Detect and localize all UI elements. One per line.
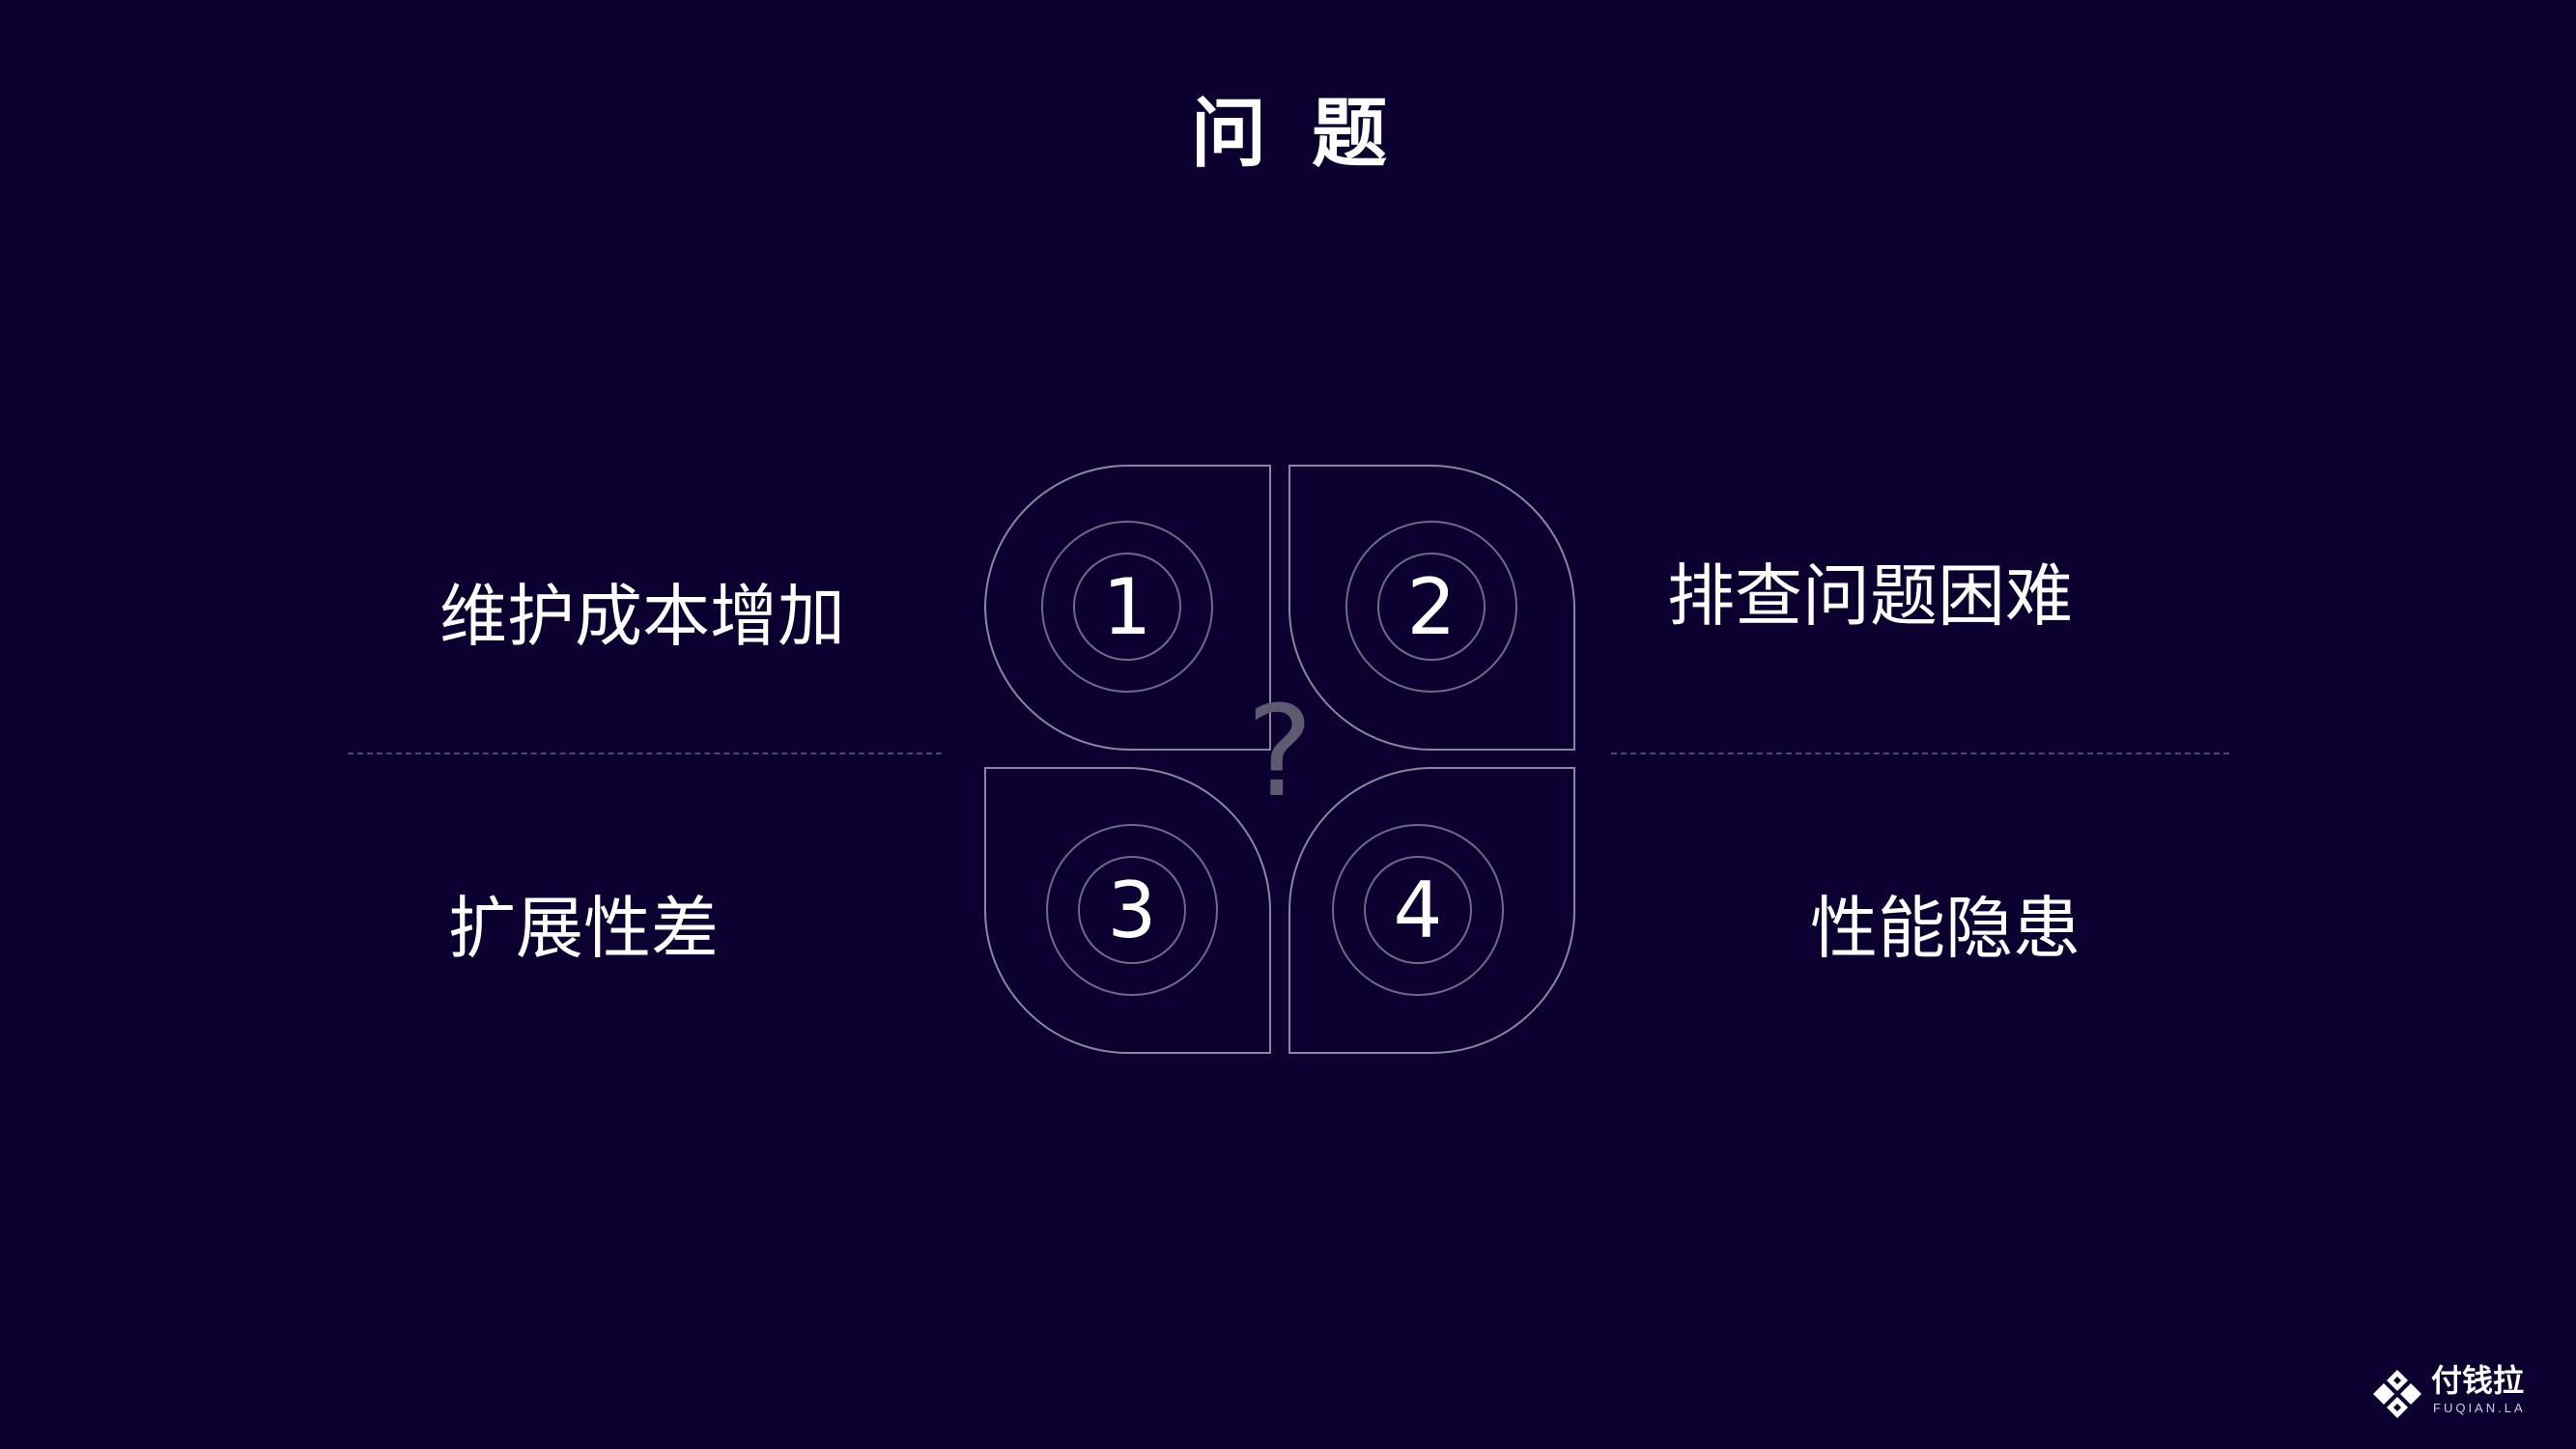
item-3-number: 3	[1108, 866, 1157, 955]
item-1-number: 1	[1103, 562, 1152, 652]
petal-4	[1288, 767, 1575, 1054]
logo-name: 付钱拉	[2431, 1362, 2525, 1399]
brand-logo: 付钱拉 FUQIAN.LA	[2371, 1362, 2545, 1422]
question-mark-icon: ?	[1247, 678, 1314, 825]
ring-4-outer	[1332, 824, 1504, 996]
petal-2	[1288, 465, 1575, 751]
item-2-label: 排查问题困难	[1667, 556, 2073, 636]
item-3-label: 扩展性差	[448, 889, 719, 968]
ring-3-outer	[1046, 824, 1218, 996]
divider-right	[1611, 753, 2229, 754]
ring-4-inner	[1364, 856, 1472, 964]
ring-2-outer	[1345, 521, 1517, 693]
ring-3-inner	[1078, 856, 1186, 964]
petal-3	[984, 767, 1271, 1054]
ring-1-outer	[1041, 521, 1213, 693]
ring-2-inner	[1377, 553, 1486, 661]
item-2-number: 2	[1407, 562, 1457, 652]
item-4-label: 性能隐患	[1810, 889, 2081, 968]
logo-mark-icon	[2373, 1370, 2421, 1418]
slide-title: 问 题	[1191, 91, 1398, 178]
ring-1-inner	[1073, 553, 1181, 661]
divider-left	[348, 753, 942, 754]
logo-subtitle: FUQIAN.LA	[2433, 1401, 2526, 1415]
petal-1	[984, 465, 1271, 751]
item-4-number: 4	[1394, 866, 1443, 955]
item-1-label: 维护成本增加	[439, 577, 845, 656]
